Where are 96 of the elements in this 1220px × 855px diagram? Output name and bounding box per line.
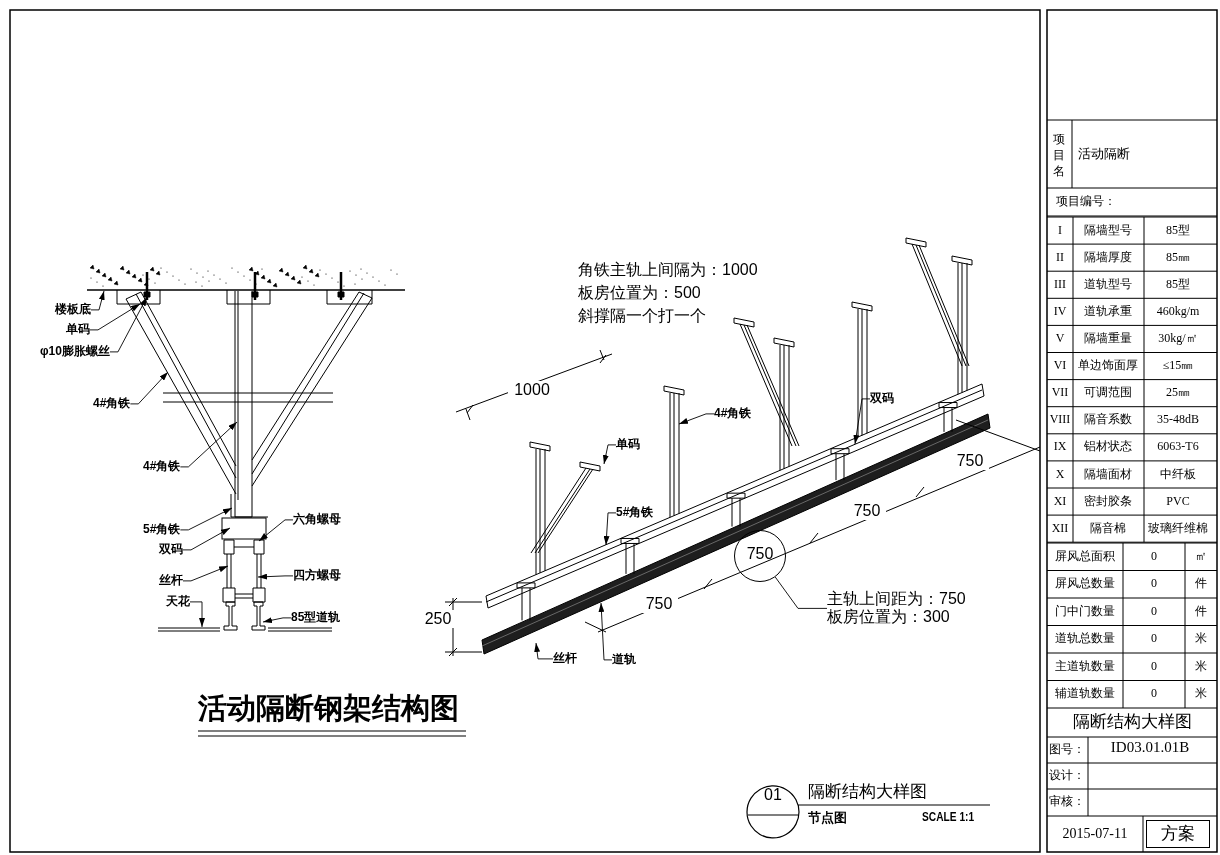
table-text: 35-48dB [1156,413,1200,428]
table-text: 项目编号： [1056,195,1116,209]
table-text: ID03.01.01B [1109,739,1191,757]
drawing-title: 活动隔断钢架结构图 [198,692,459,726]
row-number: VII [1050,386,1070,400]
table-text: ㎡ [1194,549,1208,564]
row-number: XI [1052,494,1068,509]
table-text: 米 [1194,687,1208,702]
callout-label: 5#角铁 [616,506,654,520]
callout-label: 楼板底 [55,303,91,317]
table-text: 85型 [1165,223,1191,238]
callout-label: 4#角铁 [93,397,131,411]
row-number: X [1054,467,1066,482]
row-number: VIII [1048,413,1072,428]
table-text: 件 [1194,604,1208,619]
table-text: 中纤板 [1159,467,1197,482]
table-text: 隔断结构大样图 [1071,712,1193,732]
row-number: IV [1052,304,1068,319]
callout-label: 双码 [870,392,894,406]
callout-label: 丝杆 [553,652,577,666]
callout-label: 4#角铁 [714,407,752,421]
table-text: 件 [1194,577,1208,592]
table-text: 隔墙型号 [1083,223,1133,238]
callout-label: 85型道轨 [291,611,341,625]
note-text: 角铁主轨上间隔为：1000 [578,260,758,280]
detail-circle [734,530,786,582]
table-text: 隔墙重量 [1083,332,1133,346]
table-text: 审核： [1048,795,1086,809]
table-text: 85㎜ [1165,250,1191,265]
callout-label: 天花 [166,595,190,609]
table-text: 0 [1150,604,1158,619]
row-number: IX [1052,440,1068,455]
table-text: 设计： [1048,769,1086,783]
table-text: 道轨总数量 [1054,632,1116,647]
table-text: 屏风总数量 [1054,577,1116,592]
table-text: 30kg/㎡ [1157,332,1199,346]
drawing-name: 隔断结构大样图 [808,782,927,802]
detail-number: 01 [763,785,783,805]
table-text: PVC [1165,494,1191,509]
status-box: 方案 [1146,820,1210,848]
table-text: 25㎜ [1165,386,1191,400]
table-text: 道轨承重 [1083,304,1133,319]
callout-label: 5#角铁 [143,523,181,537]
table-text: 辅道轨数量 [1054,687,1116,702]
table-text: 85型 [1165,277,1191,292]
drawing-name: 节点图 [808,810,847,826]
scale-text: SCALE 1:1 [922,811,975,825]
table-text: 隔音系数 [1083,413,1133,428]
table-text: 460kg/m [1155,304,1201,319]
callout-label: 六角螺母 [293,513,341,527]
row-number: V [1054,332,1066,346]
leader-line [774,576,828,609]
table-text: 0 [1150,659,1158,674]
table-text: 屏风总面积 [1054,549,1116,564]
table-text: 米 [1194,659,1208,674]
table-text: 隔墙面材 [1083,467,1133,482]
row-number: VI [1052,359,1068,373]
callout-label: 四方螺母 [293,569,341,583]
table-text: 项目名 [1052,131,1066,180]
table-text: 玻璃纤维棉 [1147,521,1209,536]
callout-label: φ10膨胀螺丝 [40,345,110,359]
table-text: 密封胶条 [1083,494,1133,509]
row-number: I [1057,223,1063,238]
callout-label: 4#角铁 [143,460,181,474]
table-text: 铝材状态 [1083,440,1133,455]
row-number: XII [1050,521,1070,536]
row-number: III [1053,277,1067,292]
callout-label: 单码 [66,323,90,337]
callout-label: 双码 [159,543,183,557]
table-text: 门中门数量 [1054,604,1116,619]
table-text: 0 [1150,549,1158,564]
note-text: 斜撑隔一个打一个 [578,306,706,326]
dimension-text: 750 [745,545,775,564]
callout-label: 道轨 [612,653,636,667]
table-text: 可调范围 [1083,386,1133,400]
table-text: 道轨型号 [1083,277,1133,292]
table-text: 0 [1150,577,1158,592]
row-number: II [1055,250,1065,265]
note-line: 主轨上间距为：750 [827,590,966,608]
dimension-text: 750 [640,594,678,614]
table-text: 活动隔断 [1078,146,1130,162]
table-text: 隔音棉 [1089,521,1127,536]
callout-label: 丝杆 [159,574,183,588]
table-text: 米 [1194,632,1208,647]
callout-label: 单码 [616,438,640,452]
table-text: ≤15㎜ [1161,359,1195,373]
table-text: 隔墙厚度 [1083,250,1133,265]
table-text: 0 [1150,632,1158,647]
table-text: 0 [1150,687,1158,702]
table-text: 6063-T6 [1156,440,1200,455]
table-text: 2015-07-11 [1061,825,1129,843]
table-text: 单边饰面厚 [1077,359,1139,373]
note-text: 板房位置为：500 [578,283,701,303]
table-text: 图号： [1048,743,1086,757]
note-line: 板房位置为：300 [827,608,951,627]
table-text: 主道轨数量 [1054,659,1116,674]
